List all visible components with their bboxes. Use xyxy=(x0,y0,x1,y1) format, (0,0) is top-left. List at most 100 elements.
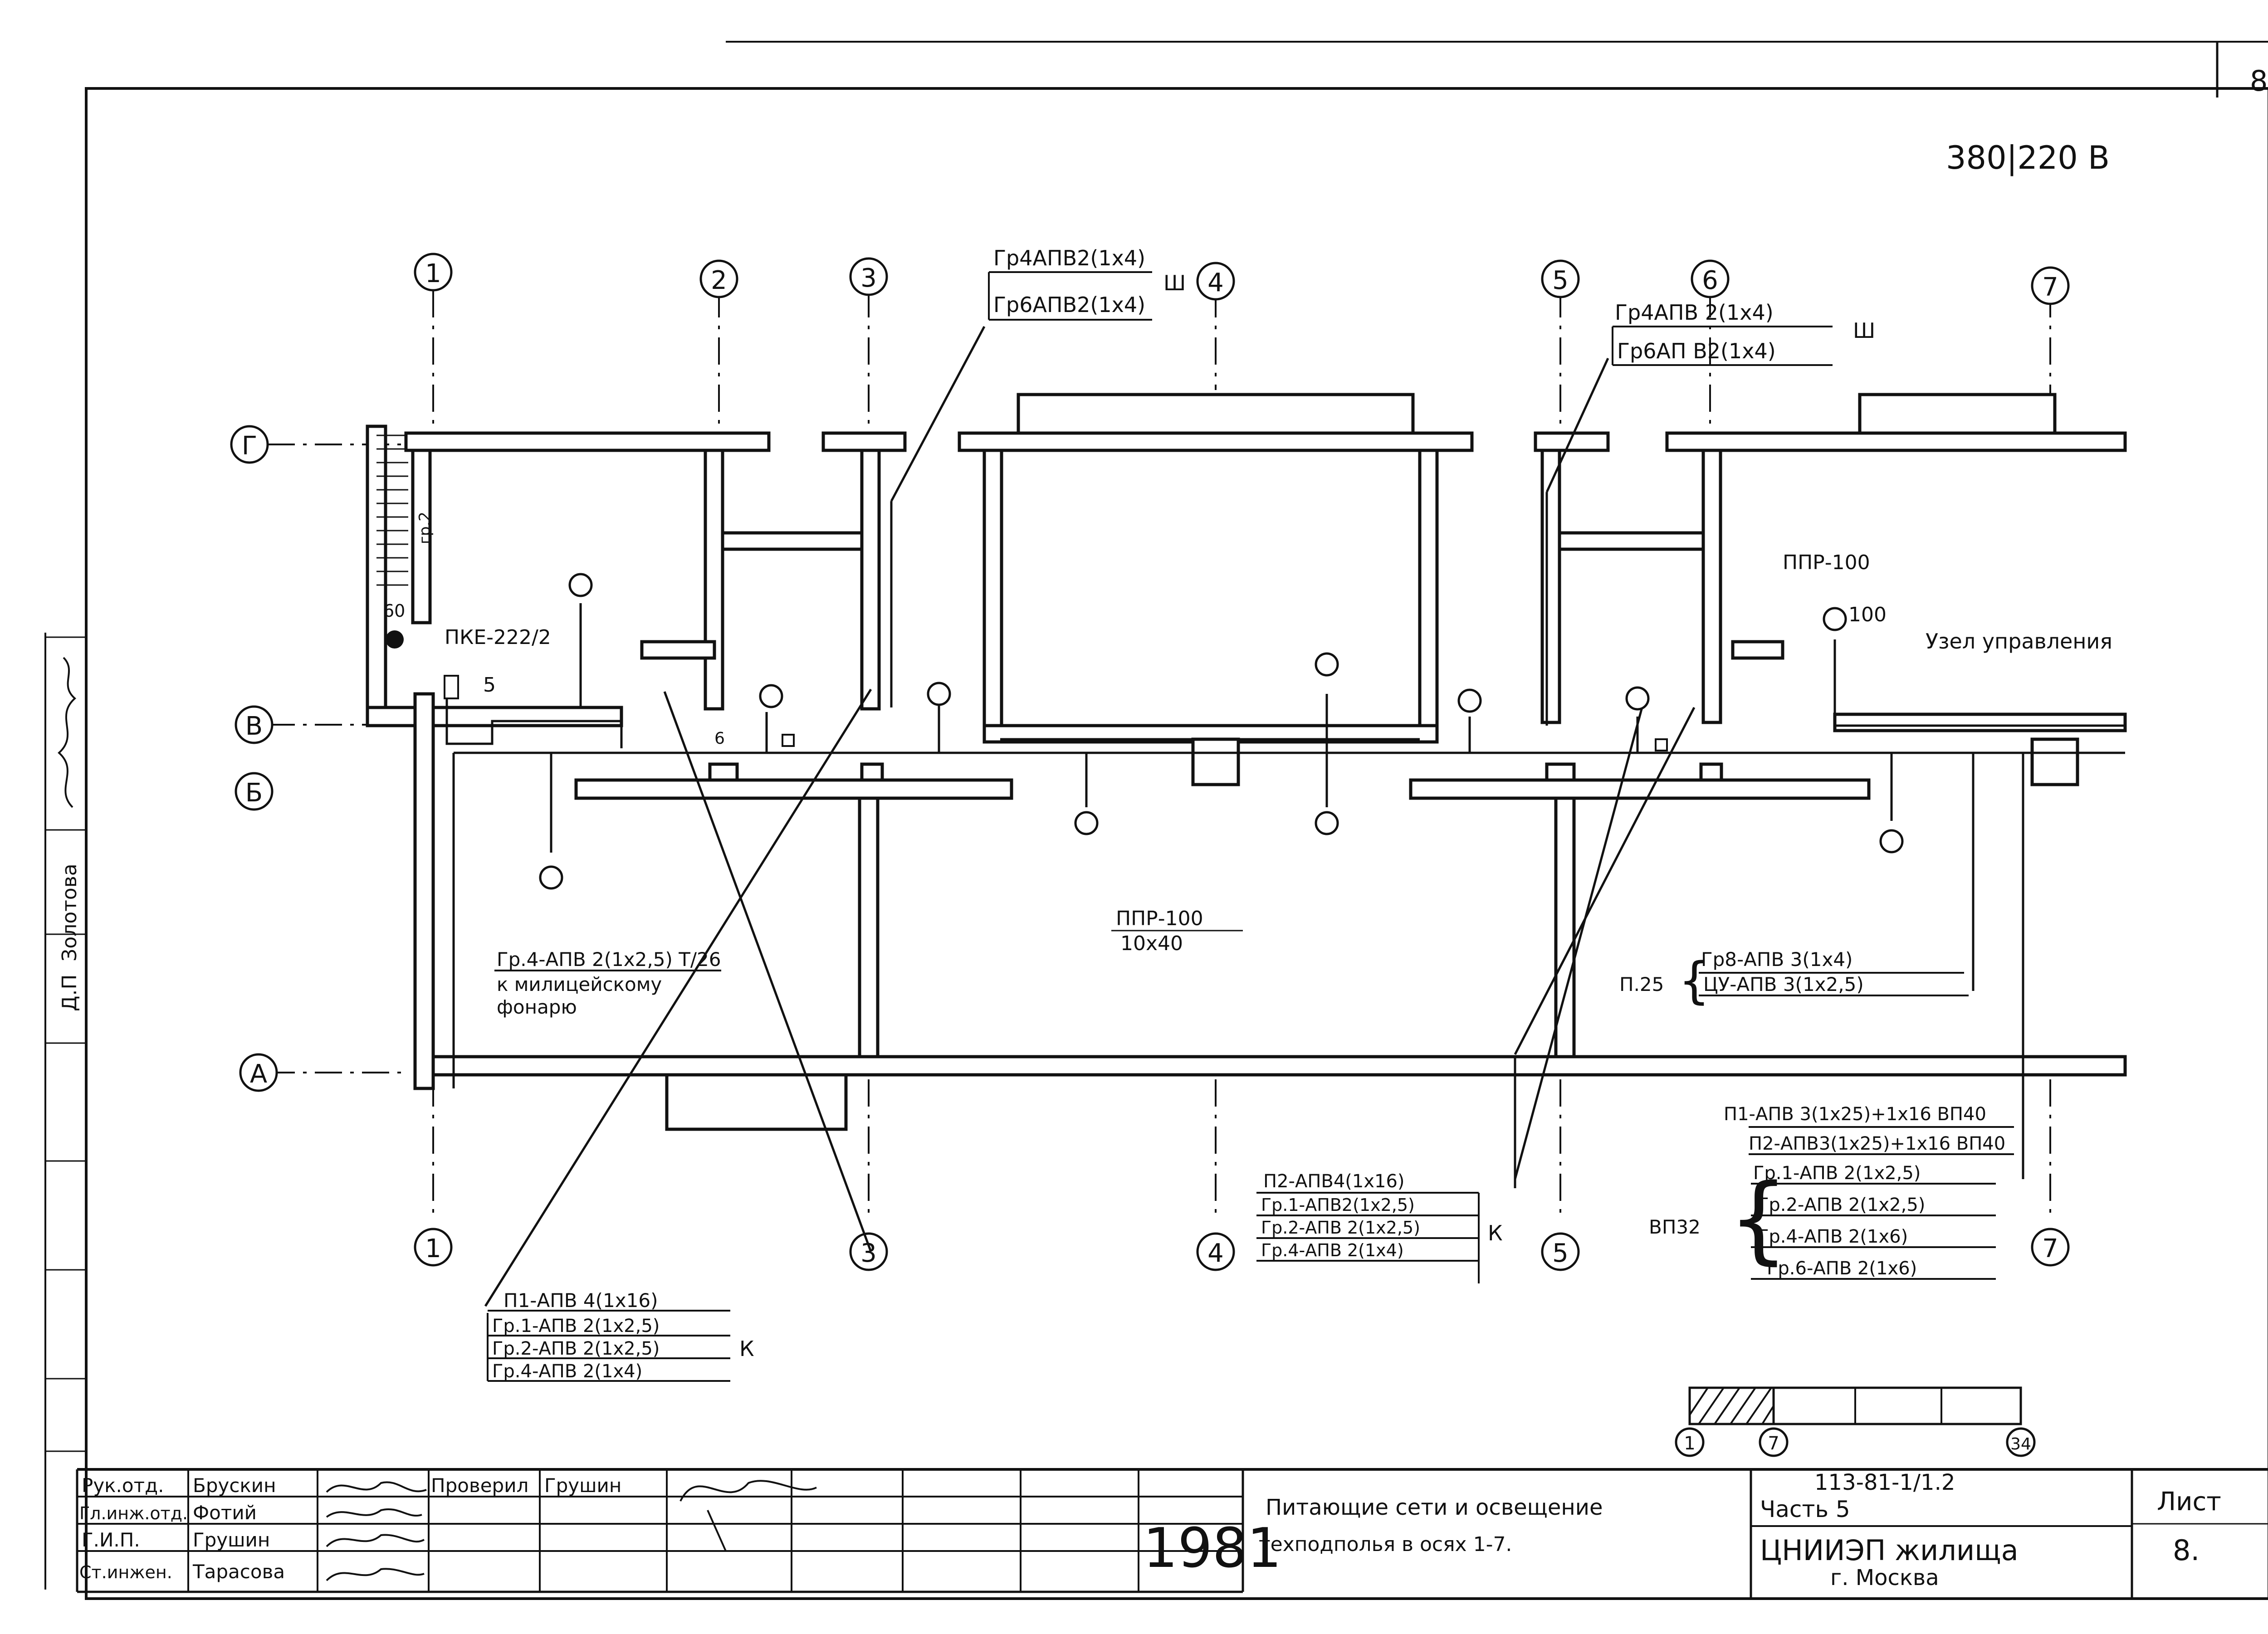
riser-2-bottom-label: Гр6АП В2(1х4) xyxy=(1617,339,1776,363)
militia-line-3: фонарю xyxy=(497,996,577,1018)
riser-2-mark: Ш xyxy=(1853,318,1875,343)
right-table-row-1: Гр.1-АПВ 2(1х2,5) xyxy=(1753,1163,1921,1184)
doc-part: Часть 5 xyxy=(1760,1496,1850,1522)
right-top-row-2: П2-АПВ3(1х25)+1х16 ВП40 xyxy=(1749,1133,2005,1154)
key-axis-34: 34 xyxy=(2010,1435,2031,1454)
riser-1-mark: Ш xyxy=(1163,271,1186,295)
mid-cable-table: П2-АПВ4(1х16) Гр.1-АПВ2(1х2,5) Гр.2-АПВ … xyxy=(1256,1171,1503,1283)
p25-brace: { xyxy=(1678,951,1710,1010)
panels xyxy=(386,630,1668,751)
row-g: Г xyxy=(242,431,257,461)
name-1: Брускин xyxy=(193,1474,276,1497)
left-table-mark: К xyxy=(739,1336,754,1361)
label-60: 60 xyxy=(383,601,405,621)
mid-table-mark: К xyxy=(1488,1221,1503,1245)
key-axis-1: 1 xyxy=(1684,1433,1695,1454)
riser-1-top-label: Гр4АПВ2(1х4) xyxy=(993,246,1145,270)
axis-3-top: 3 xyxy=(860,263,877,293)
row-v: В xyxy=(245,712,263,741)
checked-name: Грушин xyxy=(544,1474,621,1497)
left-table-row-3: Гр.2-АПВ 2(1х2,5) xyxy=(492,1338,660,1359)
name-2: Фотий xyxy=(193,1502,257,1524)
sheet-no: 8. xyxy=(2173,1534,2200,1567)
doc-code: 113-81-1/1.2 xyxy=(1814,1470,1955,1495)
left-cable-table: П1-АПВ 4(1х16) Гр.1-АПВ 2(1х2,5) Гр.2-АП… xyxy=(487,1289,754,1382)
lamp-100-label: 100 xyxy=(1848,603,1887,626)
row-a: А xyxy=(250,1059,267,1089)
axis-5-top: 5 xyxy=(1552,266,1569,295)
title-line-1: Питающие сети и освещение xyxy=(1266,1495,1603,1520)
label-6: 6 xyxy=(714,729,725,748)
lamps xyxy=(539,573,1904,890)
riser-label-1: Гр4АПВ2(1х4) Гр6АПВ2(1х4) Ш xyxy=(988,246,1186,321)
axis-bubbles-top: 1 2 3 4 5 6 7 xyxy=(414,253,2070,305)
signature-4 xyxy=(326,1568,425,1581)
role-4: Ст.инжен. xyxy=(79,1562,172,1582)
checked-role: Проверил xyxy=(431,1474,528,1497)
right-cable-table: ВП32 П1-АПВ 3(1х25)+1х16 ВП40 П2-АПВ3(1х… xyxy=(1649,1104,2014,1280)
vp32-mark: ВП32 xyxy=(1649,1216,1701,1238)
role-1: Рук.отд. xyxy=(82,1474,164,1497)
name-4: Тарасова xyxy=(192,1561,285,1583)
axis-1-top: 1 xyxy=(425,259,441,288)
militia-line-1: Гр.4-АПВ 2(1х2,5) Т/26 xyxy=(497,948,721,971)
left-table-row-1: П1-АПВ 4(1х16) xyxy=(503,1289,658,1312)
riser-2-top-label: Гр4АПВ 2(1х4) xyxy=(1615,300,1774,325)
axis-6-top: 6 xyxy=(1702,266,1718,295)
title-line-2: техподполья в осях 1-7. xyxy=(1259,1533,1512,1556)
right-top-row-1: П1-АПВ 3(1х25)+1х16 ВП40 xyxy=(1724,1104,1986,1125)
right-table-row-2: Гр.2-АПВ 2(1х2,5) xyxy=(1758,1195,1925,1215)
pke-label: ПКЕ-222/2 xyxy=(445,626,551,649)
riser-label-2: Гр4АПВ 2(1х4) Гр6АП В2(1х4) Ш xyxy=(1612,300,1875,366)
label-5: 5 xyxy=(483,673,496,697)
p25-mark: П.25 xyxy=(1619,973,1664,995)
signature-checked xyxy=(679,1480,817,1551)
side-stamp: Золотова Д.П xyxy=(44,633,86,1590)
p25-line-1: Гр8-АПВ 3(1х4) xyxy=(1701,948,1853,971)
axis-5-bottom: 5 xyxy=(1552,1239,1569,1268)
right-table-row-4: Гр.6-АПВ 2(1х6) xyxy=(1767,1258,1917,1279)
row-bubbles: Г В Б А xyxy=(230,425,278,1092)
key-plan: 1 7 34 xyxy=(1675,1386,2036,1457)
p25-label: П.25 { Гр8-АПВ 3(1х4) ЦУ-АПВ 3(1х2,5) xyxy=(1619,948,1969,1010)
title-block: Рук.отд. Брускин Гл.инж.отд. Фотий Г.И.П… xyxy=(79,1470,2221,1590)
drawing-frame xyxy=(85,87,2268,1600)
p25-line-2: ЦУ-АПВ 3(1х2,5) xyxy=(1703,973,1864,995)
mid-table-row-4: Гр.4-АПВ 2(1х4) xyxy=(1261,1240,1404,1260)
title-block-grid xyxy=(76,1468,2268,1599)
mid-table-row-2: Гр.1-АПВ2(1х2,5) xyxy=(1261,1195,1415,1215)
axis-4-top: 4 xyxy=(1207,268,1224,298)
signature-1 xyxy=(326,1481,427,1493)
top-sheet-number: 8 xyxy=(2250,64,2268,98)
left-table-row-4: Гр.4-АПВ 2(1х4) xyxy=(492,1361,642,1382)
axis-7-bottom: 7 xyxy=(2042,1234,2058,1263)
org-line-2: г. Москва xyxy=(1830,1565,1939,1590)
left-table-row-2: Гр.1-АПВ 2(1х2,5) xyxy=(492,1316,660,1336)
axis-bubbles-bottom: 1 3 4 5 7 xyxy=(414,1228,2070,1271)
org-line-1: ЦНИИЭП жилища xyxy=(1760,1534,2019,1567)
right-table-row-3: Гр.4-АПВ 2(1х6) xyxy=(1758,1226,1908,1247)
ppr100-center: ППР-100 xyxy=(1116,907,1203,930)
ppr100-right: ППР-100 xyxy=(1783,551,1870,574)
signature-2 xyxy=(326,1508,422,1518)
riser-1-bottom-label: Гр6АПВ2(1х4) xyxy=(993,293,1145,317)
mid-table-row-3: Гр.2-АПВ 2(1х2,5) xyxy=(1261,1218,1420,1238)
side-stamp-name: Золотова xyxy=(58,863,81,961)
walls xyxy=(366,393,2127,1131)
side-signature xyxy=(57,657,77,808)
sheet-label: Лист xyxy=(2157,1487,2221,1517)
year: 1981 xyxy=(1143,1517,1281,1580)
axis-4-bottom: 4 xyxy=(1207,1239,1224,1268)
name-3: Грушин xyxy=(193,1529,270,1551)
role-3: Г.И.П. xyxy=(82,1529,140,1551)
axis-1-bottom: 1 xyxy=(425,1234,441,1263)
role-2: Гл.инж.отд. xyxy=(79,1503,188,1523)
militia-line-2: к милицейскому xyxy=(497,973,662,995)
axis-7-top: 7 xyxy=(2042,273,2058,302)
signature-3 xyxy=(326,1534,425,1547)
control-unit-label: Узел управления xyxy=(1926,629,2112,654)
militia-lamp-label: Гр.4-АПВ 2(1х2,5) Т/26 к милицейскому фо… xyxy=(494,948,721,1018)
axis-2-top: 2 xyxy=(711,266,727,295)
row-b: Б xyxy=(245,778,263,808)
